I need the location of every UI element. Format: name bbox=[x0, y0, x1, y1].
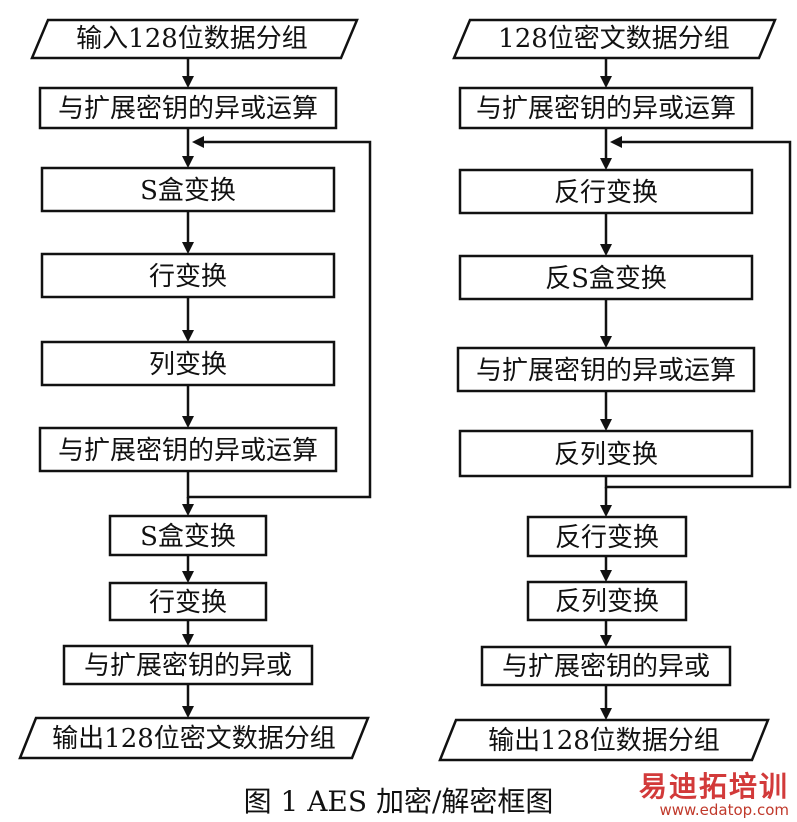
dec-initial-xor-node bbox=[458, 86, 754, 130]
dec-initial-xor-label: 与扩展密钥的异或运算 bbox=[476, 94, 736, 124]
figure-caption: 图 1 AES 加密/解密框图 bbox=[243, 785, 554, 818]
dec-inv-sbox-node bbox=[458, 254, 754, 301]
dec-loop-back-arrowhead bbox=[610, 136, 622, 148]
dec-final-inv-shift-rows-label: 反行变换 bbox=[555, 523, 659, 553]
enc-input-label: 输入128位数据分组 bbox=[76, 24, 308, 54]
enc-arrowhead-8 bbox=[182, 634, 194, 646]
dec-arrowhead-5 bbox=[600, 419, 612, 431]
dec-arrowhead-1 bbox=[600, 76, 612, 88]
enc-sbox-node bbox=[40, 166, 336, 213]
dec-inv-sbox-label: 反S盒变换 bbox=[545, 264, 667, 294]
enc-mix-columns-node bbox=[40, 340, 336, 387]
dec-arrowhead-6 bbox=[600, 505, 612, 517]
enc-final-sbox-label: S盒变换 bbox=[140, 522, 236, 552]
enc-loop-back-line bbox=[186, 140, 372, 499]
enc-final-shift-rows-label: 行变换 bbox=[149, 588, 227, 618]
dec-arrowhead-2 bbox=[600, 158, 612, 170]
enc-loop-xor-label: 与扩展密钥的异或运算 bbox=[58, 436, 318, 466]
enc-arrowhead-2 bbox=[182, 156, 194, 168]
dec-final-xor-label: 与扩展密钥的异或 bbox=[502, 652, 710, 682]
enc-shift-rows-label: 行变换 bbox=[149, 262, 227, 292]
decryption-flow: 128位密文数据分组 与扩展密钥的异或运算 反行变换 反S盒变换 与扩展密钥的异… bbox=[438, 18, 792, 762]
watermark-url: www.edatop.com bbox=[659, 801, 789, 819]
enc-output-label: 输出128位密文数据分组 bbox=[52, 724, 336, 754]
dec-arrowhead-3 bbox=[600, 244, 612, 256]
dec-inv-shift-rows-label: 反行变换 bbox=[554, 178, 658, 208]
watermark-title: 易迪拓培训 bbox=[638, 770, 789, 803]
dec-loop-xor-node bbox=[456, 346, 756, 393]
enc-loop-back-arrowhead bbox=[192, 136, 204, 148]
enc-arrowhead-3 bbox=[182, 242, 194, 254]
watermark: 易迪拓培训 www.edatop.com bbox=[638, 770, 789, 819]
enc-initial-xor-node bbox=[38, 86, 338, 130]
enc-final-xor-label: 与扩展密钥的异或 bbox=[84, 651, 292, 681]
enc-arrowhead-1 bbox=[182, 76, 194, 88]
encryption-flow: 输入128位数据分组 与扩展密钥的异或运算 S盒变换 行变换 列变换 与扩展密钥… bbox=[18, 18, 372, 760]
dec-final-inv-mix-columns-label: 反列变换 bbox=[555, 587, 659, 617]
enc-mix-columns-label: 列变换 bbox=[149, 350, 227, 380]
dec-arrowhead-9 bbox=[600, 708, 612, 720]
dec-loop-xor-label: 与扩展密钥的异或运算 bbox=[476, 356, 736, 386]
enc-arrowhead-5 bbox=[182, 416, 194, 428]
dec-final-inv-shift-rows-node bbox=[526, 515, 688, 558]
enc-output-node bbox=[18, 716, 370, 760]
dec-arrowhead-7 bbox=[600, 570, 612, 582]
enc-initial-xor-label: 与扩展密钥的异或运算 bbox=[58, 94, 318, 124]
dec-arrowhead-4 bbox=[600, 336, 612, 348]
dec-input-node bbox=[452, 18, 777, 60]
enc-arrowhead-9 bbox=[182, 706, 194, 718]
enc-input-node bbox=[30, 18, 359, 60]
enc-final-sbox-node bbox=[108, 514, 268, 557]
dec-input-label: 128位密文数据分组 bbox=[498, 24, 730, 54]
enc-arrowhead-7 bbox=[182, 571, 194, 583]
dec-output-label: 输出128位数据分组 bbox=[488, 726, 720, 756]
dec-final-inv-mix-columns-node bbox=[526, 580, 688, 622]
dec-inv-mix-columns-label: 反列变换 bbox=[554, 440, 658, 470]
dec-arrowhead-8 bbox=[600, 635, 612, 647]
enc-final-xor-node bbox=[62, 644, 314, 686]
dec-loop-back-line bbox=[604, 140, 792, 489]
enc-loop-xor-node bbox=[38, 426, 338, 473]
enc-shift-rows-node bbox=[40, 252, 336, 299]
enc-sbox-label: S盒变换 bbox=[140, 176, 236, 206]
dec-output-node bbox=[438, 718, 770, 762]
enc-arrowhead-4 bbox=[182, 330, 194, 342]
enc-arrowhead-6 bbox=[182, 504, 194, 516]
